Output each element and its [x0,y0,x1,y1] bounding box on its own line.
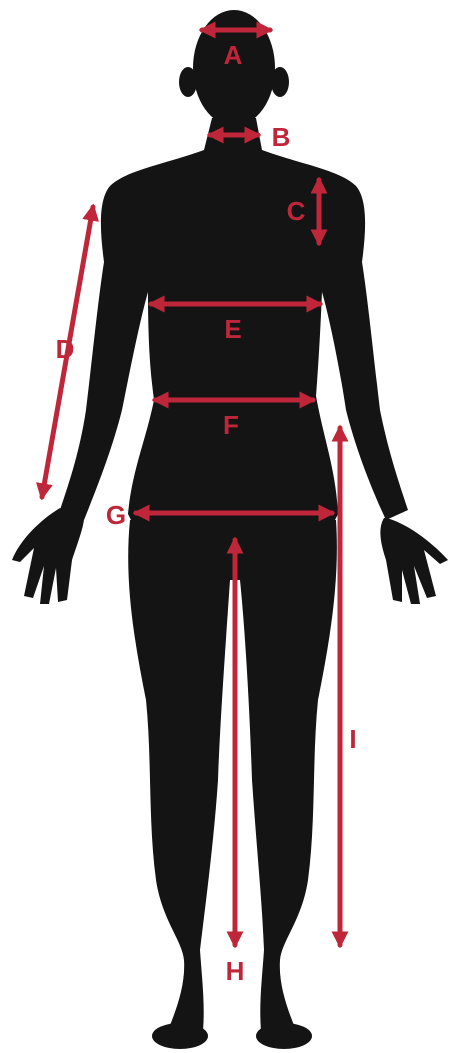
label-f: F [223,410,239,440]
label-h: H [226,956,245,986]
label-b: B [272,122,291,152]
label-g: G [106,500,126,530]
label-d: D [56,334,75,364]
label-e: E [224,314,241,344]
label-i: I [349,724,356,754]
label-c: C [287,196,306,226]
label-a: A [224,40,243,70]
human-body-silhouette-icon [12,10,448,1049]
